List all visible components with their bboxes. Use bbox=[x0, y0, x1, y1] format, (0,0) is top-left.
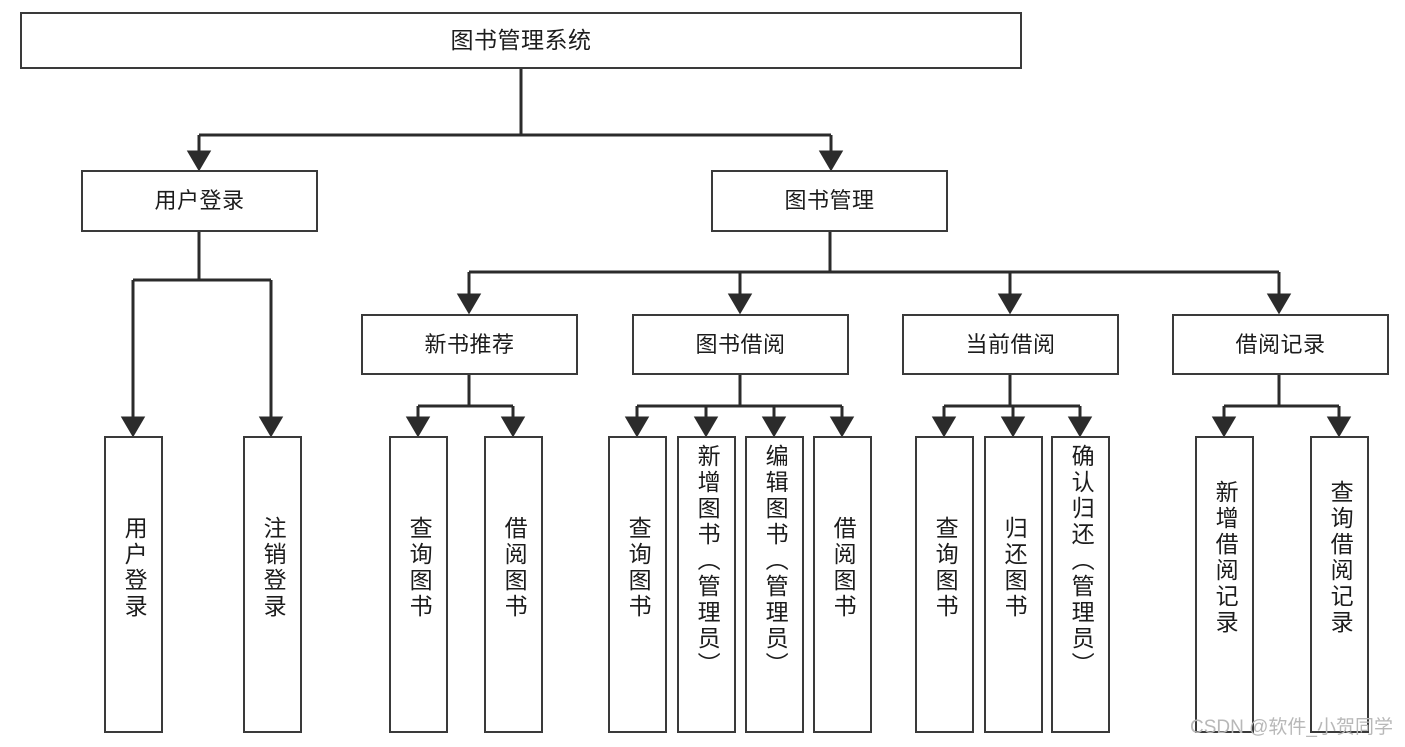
node-label: 确认归还（管理员） bbox=[1068, 444, 1095, 678]
node-label: 借阅图书 bbox=[830, 516, 857, 620]
node-leaf-borrow-book-2[interactable]: 借阅图书 bbox=[813, 436, 872, 733]
node-label: 注销登录 bbox=[260, 516, 287, 620]
node-leaf-return-book[interactable]: 归还图书 bbox=[984, 436, 1043, 733]
node-label: 新书推荐 bbox=[424, 331, 515, 357]
node-leaf-query-book-3[interactable]: 查询图书 bbox=[915, 436, 974, 733]
node-label: 用户登录 bbox=[154, 188, 245, 214]
node-label: 归还图书 bbox=[1001, 516, 1028, 620]
node-leaf-borrow-book-1[interactable]: 借阅图书 bbox=[484, 436, 543, 733]
node-leaf-edit-book[interactable]: 编辑图书（管理员） bbox=[745, 436, 804, 733]
node-root-system[interactable]: 图书管理系统 bbox=[20, 12, 1022, 69]
node-label: 查询图书 bbox=[625, 516, 652, 620]
node-borrow-record[interactable]: 借阅记录 bbox=[1172, 314, 1389, 375]
node-leaf-query-book-2[interactable]: 查询图书 bbox=[608, 436, 667, 733]
node-label: 借阅图书 bbox=[501, 516, 528, 620]
node-label: 查询借阅记录 bbox=[1327, 480, 1354, 636]
node-user-login[interactable]: 用户登录 bbox=[81, 170, 318, 232]
node-book-manage[interactable]: 图书管理 bbox=[711, 170, 948, 232]
node-label: 图书借阅 bbox=[695, 331, 786, 357]
watermark-text: CSDN @软件_小贺同学 bbox=[1190, 717, 1393, 738]
node-leaf-confirm-return[interactable]: 确认归还（管理员） bbox=[1051, 436, 1110, 733]
node-leaf-query-book-1[interactable]: 查询图书 bbox=[389, 436, 448, 733]
node-label: 查询图书 bbox=[932, 516, 959, 620]
node-leaf-query-record[interactable]: 查询借阅记录 bbox=[1310, 436, 1369, 733]
node-leaf-logout[interactable]: 注销登录 bbox=[243, 436, 302, 733]
node-new-book-rec[interactable]: 新书推荐 bbox=[361, 314, 578, 375]
node-book-borrow[interactable]: 图书借阅 bbox=[632, 314, 849, 375]
node-label: 查询图书 bbox=[406, 516, 433, 620]
node-label: 新增借阅记录 bbox=[1212, 480, 1239, 636]
node-label: 新增图书（管理员） bbox=[694, 444, 721, 678]
node-leaf-add-record[interactable]: 新增借阅记录 bbox=[1195, 436, 1254, 733]
node-label: 用户登录 bbox=[121, 516, 148, 620]
node-current-borrow[interactable]: 当前借阅 bbox=[902, 314, 1119, 375]
node-label: 借阅记录 bbox=[1235, 331, 1326, 357]
node-label: 当前借阅 bbox=[965, 331, 1056, 357]
node-label: 图书管理系统 bbox=[450, 26, 592, 53]
node-label: 图书管理 bbox=[784, 188, 875, 214]
node-leaf-add-book[interactable]: 新增图书（管理员） bbox=[677, 436, 736, 733]
node-label: 编辑图书（管理员） bbox=[762, 444, 789, 678]
node-leaf-user-login[interactable]: 用户登录 bbox=[104, 436, 163, 733]
